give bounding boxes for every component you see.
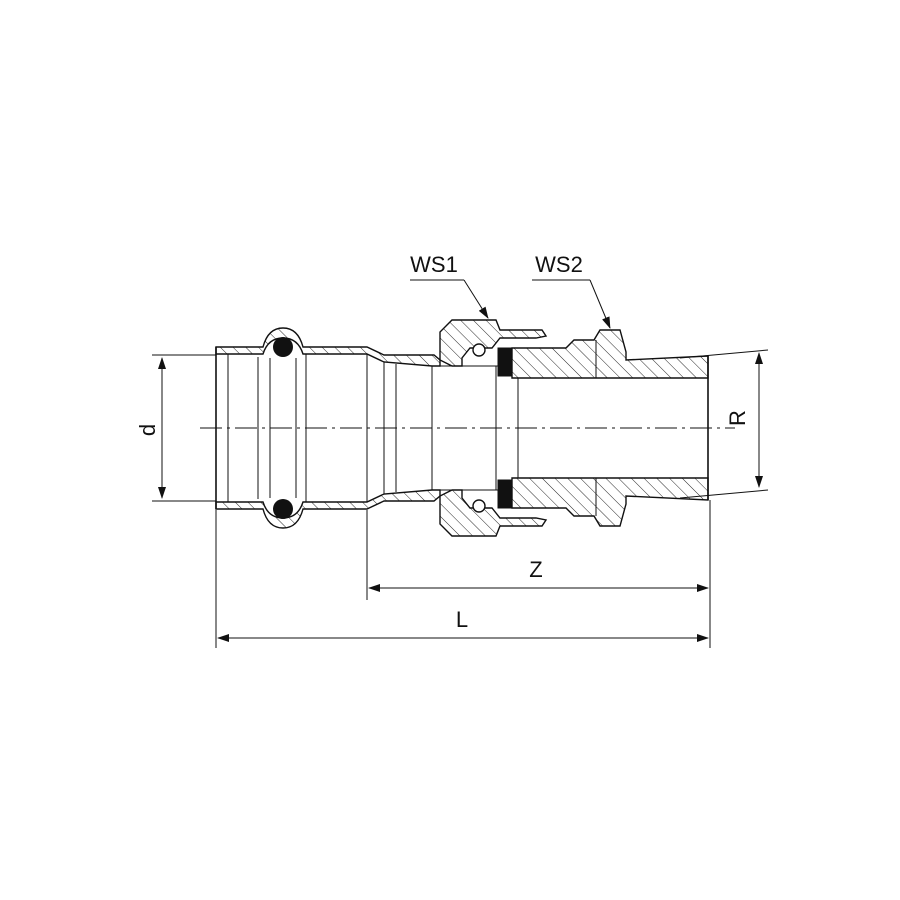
leader-ws1 [410,279,489,319]
threaded-body [511,329,709,527]
dimension-l [215,510,711,648]
small-seal-top [472,343,486,357]
dimension-r-label: R [725,410,750,426]
dimension-l-label: L [456,607,468,632]
leader-ws2 [532,279,611,329]
flat-gasket-bottom [497,479,513,509]
dimension-d [152,354,216,502]
ws1-label: WS1 [410,252,458,277]
ws2-label: WS2 [535,252,583,277]
dimension-z [366,500,711,600]
dimension-d-label: d [135,424,160,436]
union-nut [439,319,548,537]
dimension-r [679,349,769,499]
small-seal-bottom [472,499,486,513]
flat-gasket-top [497,347,513,377]
press-end-body [215,327,441,529]
o-ring-top [273,337,293,357]
dimension-z-label: Z [529,557,542,582]
o-ring-bottom [273,499,293,519]
